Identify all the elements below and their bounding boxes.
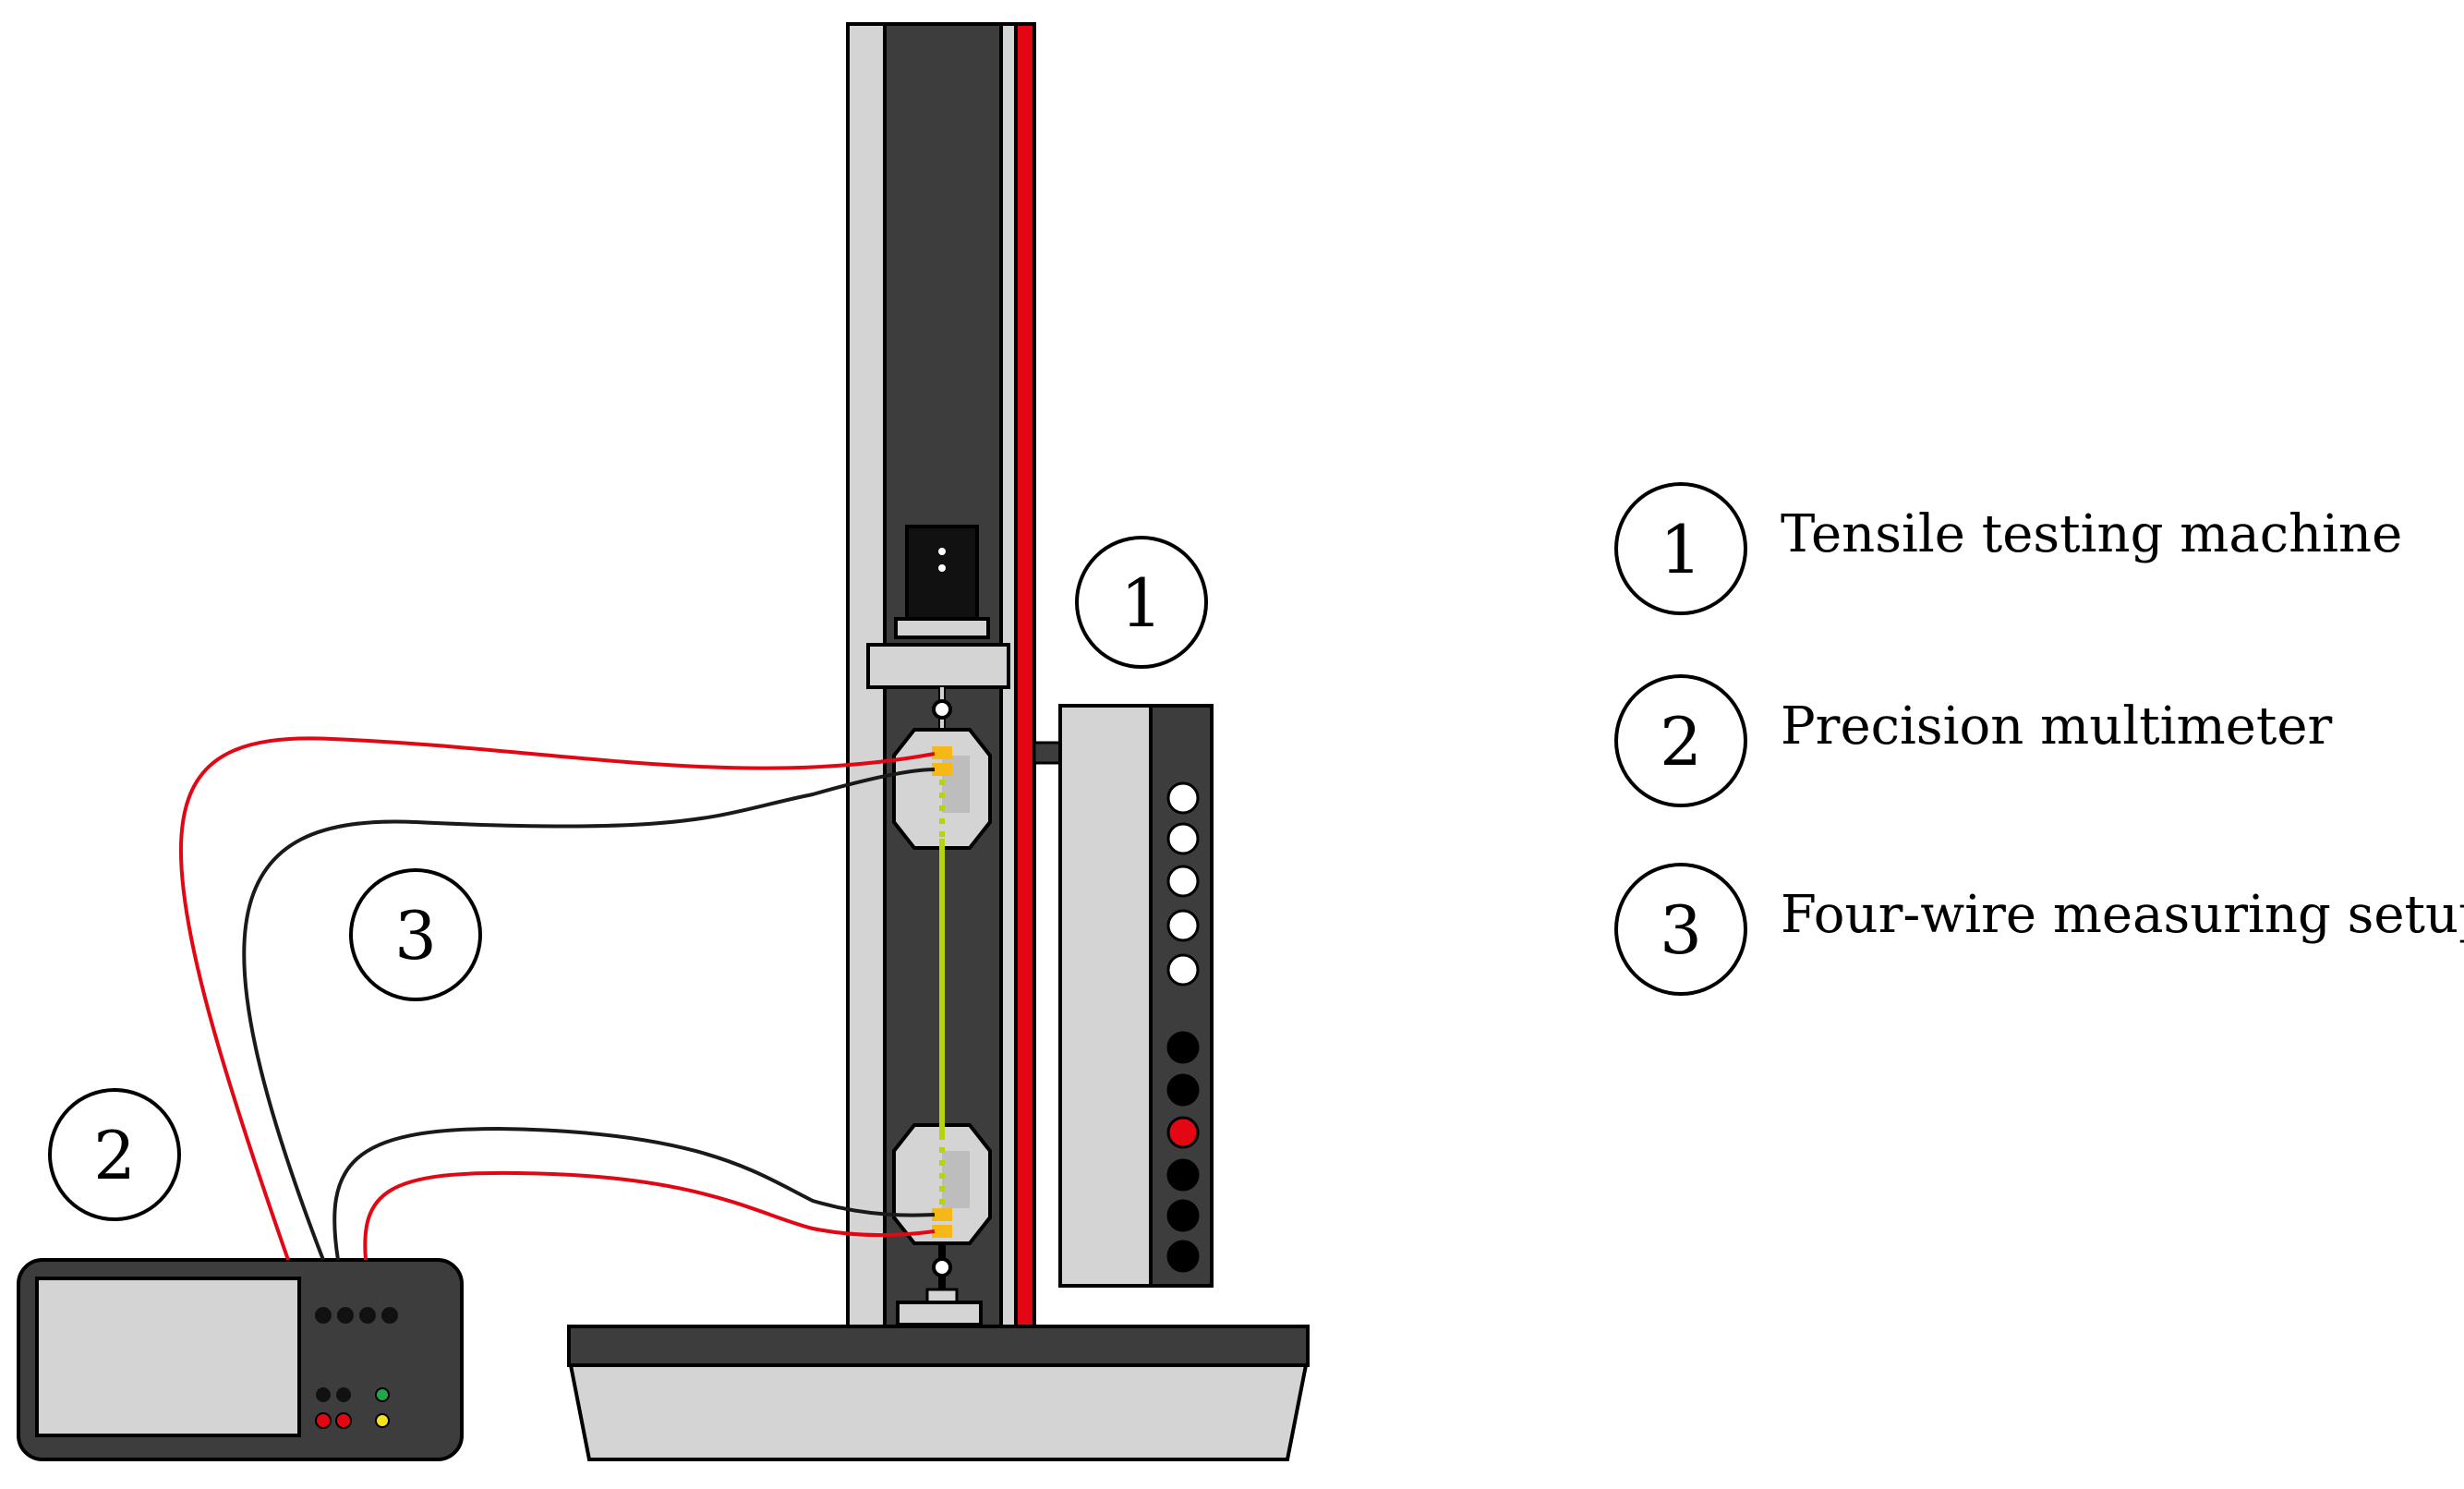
panel-button-white <box>1166 865 1200 898</box>
legend-3-label: Four-wire measuring setup <box>1781 885 2464 945</box>
lower-fixture-base <box>896 1301 983 1326</box>
legend: 1 Tensile testing machine 2 Precision mu… <box>1614 482 2464 996</box>
panel-button-black <box>1166 1240 1200 1273</box>
load-cell-dot <box>938 548 946 555</box>
wire-red-upper <box>179 736 936 1261</box>
marker-3-circle <box>349 868 482 1001</box>
machine-base <box>568 1363 1309 1461</box>
marker-2-label: 2 <box>93 1117 136 1194</box>
legend-2-number: 2 <box>1660 703 1702 781</box>
load-cell <box>905 525 979 621</box>
panel-button-black <box>1166 1073 1200 1107</box>
multimeter-screen <box>35 1277 301 1437</box>
lower-pin <box>932 1257 952 1277</box>
multimeter-button <box>337 1307 354 1324</box>
panel-button-red <box>1166 1116 1200 1149</box>
legend-item-1: 1 Tensile testing machine <box>1614 482 2402 615</box>
multimeter-jack <box>336 1387 351 1402</box>
multimeter-jack-red <box>335 1412 352 1429</box>
panel-button-white <box>1166 781 1200 815</box>
legend-3-number: 3 <box>1660 891 1702 969</box>
marker-3: 3 <box>349 868 482 1001</box>
wire-red-lower <box>363 1170 936 1261</box>
crosshead <box>866 643 1010 689</box>
multimeter-button <box>359 1307 376 1324</box>
wire-black-lower <box>332 1126 936 1261</box>
panel-button-white <box>1166 953 1200 987</box>
multimeter-button <box>381 1307 398 1324</box>
panel-connector <box>1033 741 1062 765</box>
marker-1: 1 <box>1075 536 1208 669</box>
multimeter-button <box>315 1307 332 1324</box>
legend-2-circle <box>1614 674 1747 807</box>
marker-3-label: 3 <box>394 897 437 975</box>
upper-contact <box>932 746 952 759</box>
upper-pin <box>932 699 952 720</box>
marker-1-circle <box>1075 536 1208 669</box>
panel-button-white <box>1166 822 1200 855</box>
panel-button-white <box>1166 909 1200 942</box>
upper-contact <box>932 763 952 776</box>
machine-base-top <box>567 1325 1310 1367</box>
panel-button-black <box>1166 1031 1200 1064</box>
tensile-testing-machine <box>567 22 1310 1461</box>
load-cell-dot <box>938 564 946 572</box>
marker-2: 2 <box>48 1088 181 1221</box>
legend-1-number: 1 <box>1660 511 1702 588</box>
wire-black-upper <box>242 768 936 1261</box>
panel-button-black <box>1166 1158 1200 1192</box>
multimeter-led-green <box>375 1387 390 1402</box>
marker-1-label: 1 <box>1120 564 1163 642</box>
lower-grip-face <box>942 1151 970 1208</box>
legend-item-3: 3 Four-wire measuring setup <box>1614 863 2464 996</box>
legend-1-circle <box>1614 482 1747 615</box>
precision-multimeter <box>17 1258 464 1461</box>
panel-buttons <box>1166 781 1200 1273</box>
legend-2-label: Precision multimeter <box>1781 696 2332 757</box>
panel-button-black <box>1166 1199 1200 1232</box>
marker-2-circle <box>48 1088 181 1221</box>
control-panel <box>1058 704 1153 1288</box>
lower-fixture <box>925 1288 959 1304</box>
lower-contact <box>932 1225 952 1238</box>
multimeter-led-yellow <box>375 1413 390 1428</box>
lower-contact <box>932 1208 952 1221</box>
multimeter-jack-red <box>315 1412 332 1429</box>
legend-3-circle <box>1614 863 1747 996</box>
four-wire-measuring-setup <box>179 736 936 1261</box>
load-cell-plate <box>894 617 990 639</box>
legend-item-2: 2 Precision multimeter <box>1614 674 2332 807</box>
red-stripe <box>1014 22 1036 1328</box>
multimeter-jack <box>316 1387 331 1402</box>
legend-1-label: Tensile testing machine <box>1781 504 2402 564</box>
